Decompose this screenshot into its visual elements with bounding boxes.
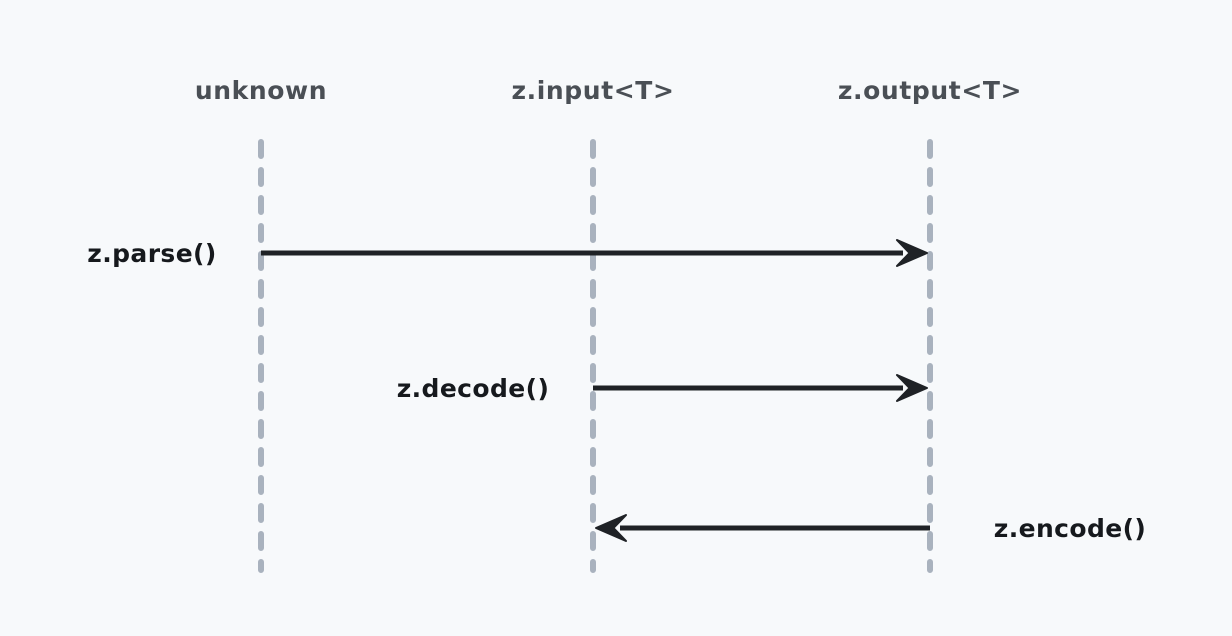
arrowhead-icon-encode xyxy=(595,514,627,542)
message-encode: z.encode() xyxy=(595,514,1147,543)
participant-label-z-output: z.output<T> xyxy=(838,76,1022,105)
message-label-decode: z.decode() xyxy=(397,374,550,403)
arrowhead-icon-parse xyxy=(896,239,928,267)
lifelines-group xyxy=(258,139,933,573)
message-decode: z.decode() xyxy=(397,374,928,403)
messages-group: z.parse() z.decode() z.encode() xyxy=(87,239,1146,543)
message-parse: z.parse() xyxy=(87,239,928,268)
participant-labels-group: unknown z.input<T> z.output<T> xyxy=(195,76,1022,105)
arrowhead-icon-decode xyxy=(896,374,928,402)
participant-label-z-input: z.input<T> xyxy=(511,76,674,105)
participant-label-unknown: unknown xyxy=(195,76,327,105)
message-label-encode: z.encode() xyxy=(994,514,1147,543)
message-label-parse: z.parse() xyxy=(87,239,216,268)
